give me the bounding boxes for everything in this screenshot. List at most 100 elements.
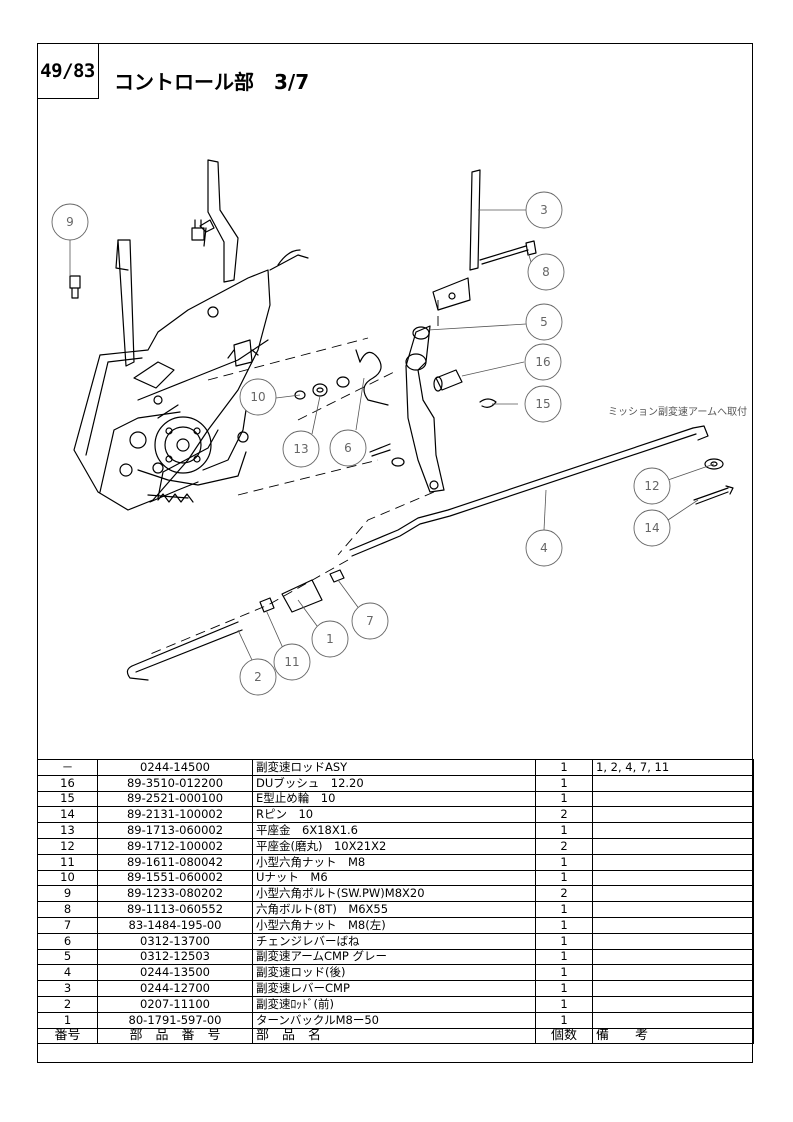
callout-6: 6 (344, 441, 352, 455)
row-qty: 2 (535, 837, 593, 855)
header-part-number: 部 品 番 号 (97, 1027, 253, 1045)
row-qty: 1 (535, 869, 593, 887)
row-part-number: 0312-13700 (97, 932, 253, 950)
row-part-name: Uナット M6 (252, 869, 536, 887)
callout-7: 7 (366, 614, 374, 628)
header-remarks: 備 考 (592, 1027, 754, 1045)
row-part-name: 小型六角ナット M8 (252, 853, 536, 871)
row-part-name: E型止め輪 10 (252, 790, 536, 808)
row-no: 5 (37, 948, 98, 966)
row-part-number: 0244-12700 (97, 980, 253, 997)
row-part-number: 89-1551-060002 (97, 869, 253, 887)
header-part-name: 部 品 名 (252, 1027, 536, 1045)
row-qty: 1 (535, 759, 593, 776)
row-qty: 2 (535, 885, 593, 903)
row-part-name: ターンバックルM8ー50 (252, 1011, 536, 1029)
row-part-number: 89-1712-100002 (97, 837, 253, 855)
page-title: コントロール部 3/7 (114, 70, 310, 94)
row-no: 9 (37, 885, 98, 903)
row-qty: 1 (535, 901, 593, 918)
row-no: 7 (37, 916, 98, 934)
row-qty: 1 (535, 822, 593, 839)
callout-11: 11 (284, 655, 299, 669)
row-remarks (592, 964, 754, 982)
row-no: 12 (37, 837, 98, 855)
row-remarks (592, 901, 754, 918)
row-remarks (592, 806, 754, 824)
row-remarks (592, 869, 754, 887)
callout-12: 12 (644, 479, 659, 493)
row-remarks (592, 980, 754, 997)
row-part-number: 0312-12503 (97, 948, 253, 966)
row-remarks: 1, 2, 4, 7, 11 (592, 759, 754, 776)
row-no: 3 (37, 980, 98, 997)
row-part-number: 0207-11100 (97, 995, 253, 1013)
row-qty: 1 (535, 980, 593, 997)
page-frame (37, 43, 753, 1063)
row-part-number: 89-3510-012200 (97, 774, 253, 792)
row-no: 14 (37, 806, 98, 824)
callout-1: 1 (326, 632, 334, 646)
row-part-name: 小型六角ボルト(SW.PW)M8X20 (252, 885, 536, 903)
row-remarks (592, 837, 754, 855)
row-qty: 1 (535, 774, 593, 792)
header-qty: 個数 (535, 1027, 593, 1045)
row-remarks (592, 1011, 754, 1029)
row-remarks (592, 790, 754, 808)
row-part-name: 平座金(磨丸) 10X21X2 (252, 837, 536, 855)
row-part-number: 83-1484-195-00 (97, 916, 253, 934)
row-remarks (592, 948, 754, 966)
row-part-number: 89-1611-080042 (97, 853, 253, 871)
row-qty: 1 (535, 790, 593, 808)
callout-8: 8 (542, 265, 550, 279)
row-qty: 2 (535, 806, 593, 824)
row-no: 6 (37, 932, 98, 950)
row-part-number: 89-1113-060552 (97, 901, 253, 918)
callout-10: 10 (250, 390, 265, 404)
callout-15: 15 (535, 397, 550, 411)
row-remarks (592, 995, 754, 1013)
row-no: 16 (37, 774, 98, 792)
callout-2: 2 (254, 670, 262, 684)
row-no: 15 (37, 790, 98, 808)
callout-9: 9 (66, 215, 74, 229)
callout-14: 14 (644, 521, 659, 535)
callout-3: 3 (540, 203, 548, 217)
row-part-name: DUブッシュ 12.20 (252, 774, 536, 792)
row-part-number: 89-2131-100002 (97, 806, 253, 824)
row-part-number: 0244-14500 (97, 759, 253, 776)
row-part-number: 0244-13500 (97, 964, 253, 982)
row-qty: 1 (535, 916, 593, 934)
row-no: 10 (37, 869, 98, 887)
row-qty: 1 (535, 1011, 593, 1029)
exploded-parts-diagram: 9 3 8 5 16 15 10 13 6 12 14 4 7 1 11 2 (51, 159, 734, 696)
mounting-note: ミッション副変速アームへ取付 (608, 407, 748, 418)
callout-4: 4 (540, 541, 548, 555)
row-part-name: 副変速ロッド(後) (252, 964, 536, 982)
row-part-name: 平座金 6X18X1.6 (252, 822, 536, 839)
row-part-number: 89-1233-080202 (97, 885, 253, 903)
row-no: 8 (37, 901, 98, 918)
row-part-name: 副変速ﾛｯﾄﾞ(前) (252, 995, 536, 1013)
row-remarks (592, 853, 754, 871)
row-remarks (592, 885, 754, 903)
row-no: 4 (37, 964, 98, 982)
row-part-name: 副変速レバーCMP (252, 980, 536, 997)
callout-13: 13 (293, 442, 308, 456)
parts-table-header: 番号 部 品 番 号 部 品 名 個数 備 考 (37, 1027, 754, 1045)
